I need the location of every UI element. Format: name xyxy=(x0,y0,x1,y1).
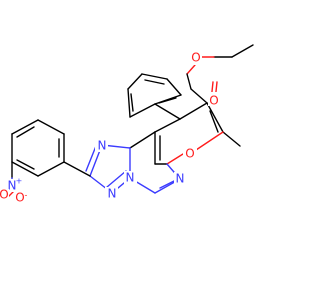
bond-ch-n-double xyxy=(159,179,177,189)
molecule-structure: O O O N N N N N + xyxy=(0,44,254,205)
molecule-canvas: O O O N N N N N + xyxy=(0,44,254,205)
atom-o-ester: O xyxy=(190,51,202,65)
atom-n-pyrimidine: N xyxy=(174,172,187,186)
bond-c8-c7 xyxy=(206,102,224,133)
bond-phenyl-6-double xyxy=(158,97,177,104)
atom-o-ester-label: O xyxy=(191,51,200,65)
atom-o-nitro-bottom-charge: - xyxy=(25,191,28,200)
bond-phenyl-4 xyxy=(141,73,168,80)
atom-n-triazole-b-label: N xyxy=(108,187,117,201)
atom-o-nitro-top: O xyxy=(0,188,9,202)
bond-c8-c7-double xyxy=(209,110,219,133)
bond-o-c xyxy=(166,153,184,165)
bond-ester-o-carbon xyxy=(186,64,196,75)
atom-o-nitro-bottom: O - xyxy=(14,191,28,205)
atom-n-nitro-label: N xyxy=(8,179,17,193)
atom-o-nitro-top-label: O xyxy=(0,188,9,202)
bond-ester-carbon-c8 xyxy=(190,88,208,104)
bond-c9-phenyl xyxy=(154,103,181,120)
atom-n-nitro: N + xyxy=(6,177,22,193)
bond-phenyl-5 xyxy=(166,78,182,96)
bond-c-c-triazole xyxy=(129,131,156,149)
bond-triazole-right-double xyxy=(106,170,127,188)
bond-phenyl-1 xyxy=(129,103,156,118)
bond-aryl-2-double xyxy=(16,159,35,170)
bond-methyl xyxy=(222,131,241,147)
atom-n-triazole-a-label: N xyxy=(98,139,107,153)
bond-c9-c xyxy=(154,118,181,133)
atom-n-triazole-b: N xyxy=(105,187,118,201)
atom-o-nitro-bottom-label: O xyxy=(15,191,24,205)
bond-c8-c9 xyxy=(179,102,208,120)
bond-phenyl-3 xyxy=(127,73,143,90)
atom-n-triazole-c: N xyxy=(124,171,137,185)
atom-o-pyran-label: O xyxy=(185,147,194,161)
bond-aryl-4-double xyxy=(16,126,35,138)
bond-aryl-2 xyxy=(11,161,39,177)
bond-phenyl-2 xyxy=(127,88,131,118)
bond-triazole-aryl xyxy=(63,161,91,177)
atom-n-triazole-c-label: N xyxy=(126,171,135,185)
bond-triazole-left-double xyxy=(85,145,97,172)
atom-n-pyrimidine-label: N xyxy=(176,172,185,186)
bond-c7-o xyxy=(195,131,224,151)
atom-o-pyran: O xyxy=(183,147,197,161)
bond-phenyl-2-double xyxy=(130,93,134,112)
bond-aryl-4 xyxy=(11,119,39,135)
bond-ester-carbon-chain xyxy=(186,73,192,90)
bond-phenyl-4-double xyxy=(144,79,165,85)
bond-ethyl-ch3-ch2 xyxy=(231,44,254,58)
atom-n-nitro-charge: + xyxy=(16,177,23,186)
atom-o-carbonyl-label: O xyxy=(209,94,218,108)
bond-aryl-1 xyxy=(37,161,65,177)
atom-o-carbonyl: O xyxy=(208,92,220,108)
bond-aryl-5 xyxy=(37,119,65,135)
atom-n-triazole-a: N xyxy=(95,139,108,153)
